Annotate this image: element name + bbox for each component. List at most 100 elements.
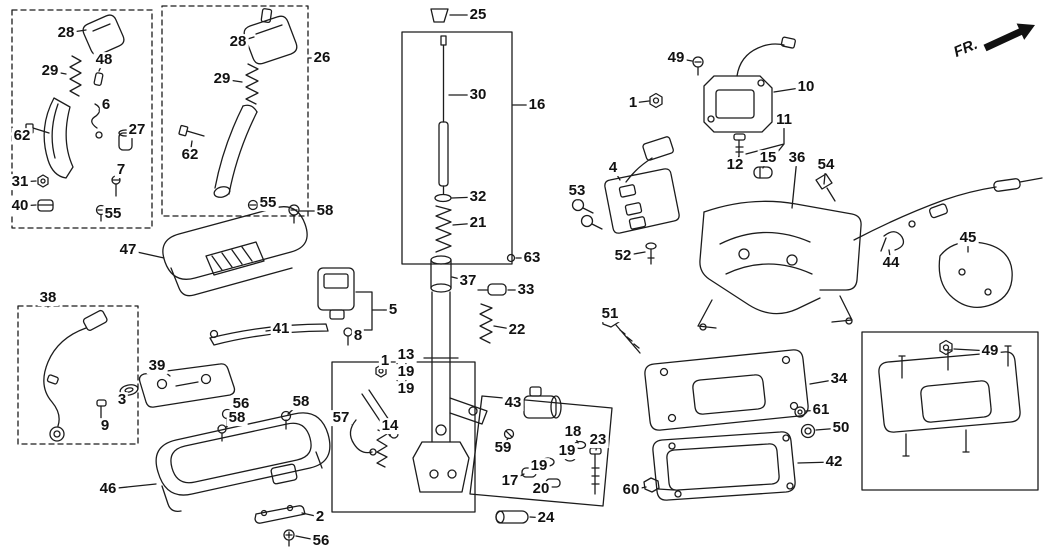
frame-cable-group [17,305,139,445]
leader-line-49 [953,348,991,352]
leader-line-59 [502,437,509,449]
part-roller-17 [521,467,537,478]
leader-line-60 [630,486,647,491]
leader-line-48 [98,59,105,72]
leader-line-24 [529,516,547,519]
part-pin-20 [545,478,561,488]
leader-line-12 [734,155,740,166]
part-grommet-3 [119,384,139,396]
leader-line-58 [287,401,302,415]
leader-line-32 [451,196,479,199]
part-pin-48 [93,72,104,86]
leader-line-7 [116,169,122,178]
leader-line-43 [512,402,524,406]
part-rod-30 [438,35,449,195]
part-select-knob-b [243,15,298,65]
part-screw-49a [692,56,704,76]
leader-line-29 [221,78,243,83]
part-pin-19b [396,389,407,397]
part-lock-pin-41 [209,323,329,346]
leader-line-56 [295,535,322,542]
leader-lines [19,14,991,542]
leader-line-55 [105,210,114,215]
part-nut-1b [375,364,387,378]
leader-line-55 [257,202,269,206]
part-pin-13 [396,361,407,369]
part-bolt-12 [733,133,746,159]
leader-line-10 [773,86,807,93]
leader-line-42 [797,461,835,464]
part-control-cable [853,177,1043,241]
part-screw-55a [95,204,107,222]
part-plate-34 [644,349,809,431]
part-pin-33 [477,283,507,296]
leader-line-51 [608,313,611,322]
part-cap-25 [430,8,449,23]
leader-line-8 [352,332,359,337]
fr-label: FR. [951,36,980,61]
part-bolt-60 [643,477,675,493]
leader-line-46 [107,483,157,490]
part-nut-31 [37,174,49,188]
part-gasket-42 [652,431,796,501]
part-screw-56b [283,529,295,547]
leader-line-22 [493,325,518,331]
part-ring-61 [794,406,806,418]
leader-line-9 [101,418,106,427]
part-bolt-23 [589,447,602,495]
part-spring-22 [479,303,493,344]
part-nut-1a [649,92,663,109]
part-nut-49b [939,339,953,356]
part-clip-6 [91,103,103,139]
part-pin-59 [503,428,515,440]
frame-lever-group-b [161,5,309,217]
part-bolt-51 [601,310,641,354]
part-bushing-27 [118,129,133,151]
leader-line-21 [452,222,479,226]
part-clip-63 [506,253,516,263]
leader-line-36 [791,157,798,209]
leader-line-44 [888,249,892,264]
part-bushing-37 [430,255,452,293]
leader-line-57 [340,417,353,426]
part-lever-assembly [412,291,488,493]
part-control-unit-10 [703,36,796,133]
part-lever-grip-a [43,97,74,179]
part-clamp-57 [349,419,377,456]
leader-line-41 [265,328,282,332]
leader-line-52 [622,251,646,257]
part-switch-5 [317,267,355,320]
part-clip-44 [880,231,905,252]
leader-line-1 [632,100,650,104]
part-bolt-54 [815,173,836,202]
frame-detent-group [331,361,476,513]
part-bracket-39 [138,363,236,408]
part-pin-19a [396,375,407,383]
part-cover-45 [938,241,1013,309]
part-bolt-52 [645,242,657,265]
part-push-button-b [260,8,273,24]
part-console-46 [155,412,331,512]
part-screw-58c [280,410,292,430]
leader-line-2 [301,512,321,518]
callout-bracket-11 [745,127,785,165]
part-spring-29a [69,55,82,97]
frame-lever-group-a [11,9,153,229]
part-ring-32 [434,193,452,203]
part-washer-19c [541,457,555,467]
part-escutcheon-47 [162,206,308,297]
part-cable-38 [43,309,108,442]
part-roller-24 [495,510,529,524]
leader-line-50 [815,427,842,431]
part-spring-21 [435,205,452,253]
part-rear-plate [878,345,1021,457]
part-bracket-36 [697,200,862,331]
part-washer-19d [564,454,576,462]
leader-line-40 [19,204,37,207]
leader-line-29 [49,70,67,75]
leader-line-34 [809,378,840,385]
leader-line-31 [19,180,37,183]
part-harness-4 [604,136,680,234]
leader-line-13 [401,354,407,363]
